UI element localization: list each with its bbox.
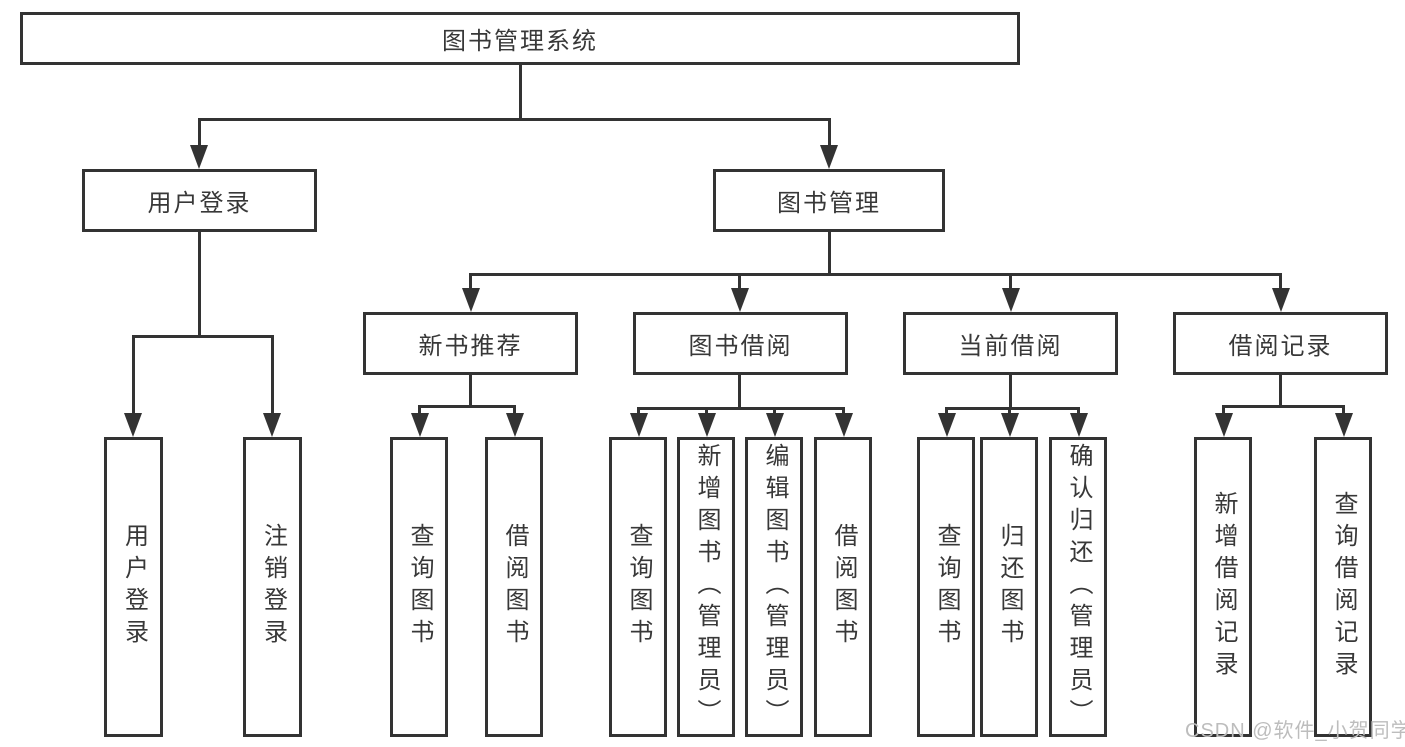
connector-line bbox=[418, 405, 516, 408]
leaf-confirm-return-admin-label: 确认归还（管理员） bbox=[1065, 443, 1092, 731]
connector-line bbox=[1342, 405, 1345, 415]
arrow-down-icon bbox=[411, 413, 429, 437]
connector-line bbox=[945, 407, 1080, 410]
connector-line bbox=[198, 118, 201, 148]
arrow-down-icon bbox=[938, 413, 956, 437]
connector-line bbox=[1279, 375, 1282, 408]
arrow-down-icon bbox=[1002, 288, 1020, 312]
connector-line bbox=[1222, 405, 1225, 415]
leaf-add-book-admin: 新增图书（管理员） bbox=[677, 437, 735, 737]
connector-line bbox=[945, 407, 948, 415]
connector-line bbox=[637, 407, 845, 410]
connector-line bbox=[418, 405, 421, 415]
leaf-return-book: 归还图书 bbox=[980, 437, 1038, 737]
leaf-rec-borrow-book-label: 借阅图书 bbox=[501, 523, 528, 651]
leaf-add-book-admin-label: 新增图书（管理员） bbox=[693, 443, 720, 731]
leaf-borrow-query-book-label: 查询图书 bbox=[625, 523, 652, 651]
connector-line bbox=[842, 407, 845, 415]
leaf-user-login: 用户登录 bbox=[104, 437, 163, 737]
leaf-rec-query-book: 查询图书 bbox=[390, 437, 448, 737]
connector-line bbox=[132, 335, 273, 338]
connector-line bbox=[1009, 375, 1012, 410]
arrow-down-icon bbox=[263, 413, 281, 437]
leaf-edit-book-admin-label: 编辑图书（管理员） bbox=[761, 443, 788, 731]
connector-line bbox=[271, 335, 274, 415]
node-current-borrow-label: 当前借阅 bbox=[958, 333, 1063, 360]
arrow-down-icon bbox=[1070, 413, 1088, 437]
node-book-borrow: 图书借阅 bbox=[633, 312, 848, 375]
leaf-current-query-book-label: 查询图书 bbox=[933, 523, 960, 651]
arrow-down-icon bbox=[462, 288, 480, 312]
node-root-label: 图书管理系统 bbox=[442, 28, 598, 55]
arrow-down-icon bbox=[1335, 413, 1353, 437]
node-new-book-rec: 新书推荐 bbox=[363, 312, 578, 375]
node-book-borrow-label: 图书借阅 bbox=[688, 333, 793, 360]
leaf-logout: 注销登录 bbox=[243, 437, 302, 737]
connector-line bbox=[738, 375, 741, 410]
node-borrow-record-label: 借阅记录 bbox=[1228, 333, 1333, 360]
leaf-borrow-book-label: 借阅图书 bbox=[830, 523, 857, 651]
leaf-query-borrow-record: 查询借阅记录 bbox=[1314, 437, 1372, 737]
arrow-down-icon bbox=[630, 413, 648, 437]
arrow-down-icon bbox=[190, 145, 208, 169]
leaf-query-borrow-record-label: 查询借阅记录 bbox=[1330, 491, 1357, 683]
arrow-down-icon bbox=[1215, 413, 1233, 437]
connector-line bbox=[1009, 273, 1012, 290]
connector-line bbox=[1008, 407, 1011, 415]
leaf-borrow-book: 借阅图书 bbox=[814, 437, 872, 737]
arrow-down-icon bbox=[698, 413, 716, 437]
connector-line bbox=[198, 118, 831, 121]
connector-line bbox=[1222, 405, 1345, 408]
connector-line bbox=[198, 232, 201, 337]
node-borrow-record: 借阅记录 bbox=[1173, 312, 1388, 375]
node-user-login: 用户登录 bbox=[82, 169, 317, 232]
node-root: 图书管理系统 bbox=[20, 12, 1020, 65]
leaf-logout-label: 注销登录 bbox=[259, 523, 287, 651]
connector-line bbox=[828, 232, 831, 275]
arrow-down-icon bbox=[1001, 413, 1019, 437]
leaf-borrow-query-book: 查询图书 bbox=[609, 437, 667, 737]
arrow-down-icon bbox=[506, 413, 524, 437]
connector-line bbox=[132, 335, 135, 415]
csdn-watermark: CSDN @软件_小贺同学 bbox=[1185, 720, 1405, 742]
leaf-user-login-label: 用户登录 bbox=[120, 523, 148, 651]
arrow-down-icon bbox=[1272, 288, 1290, 312]
leaf-current-query-book: 查询图书 bbox=[917, 437, 975, 737]
connector-line bbox=[705, 407, 708, 415]
connector-line bbox=[469, 273, 1282, 276]
arrow-down-icon bbox=[766, 413, 784, 437]
node-new-book-rec-label: 新书推荐 bbox=[418, 333, 523, 360]
connector-line bbox=[738, 273, 741, 290]
connector-line bbox=[637, 407, 640, 415]
arrow-down-icon bbox=[124, 413, 142, 437]
arrow-down-icon bbox=[731, 288, 749, 312]
leaf-edit-book-admin: 编辑图书（管理员） bbox=[745, 437, 803, 737]
connector-line bbox=[513, 405, 516, 415]
leaf-add-borrow-record: 新增借阅记录 bbox=[1194, 437, 1252, 737]
node-book-mgmt-label: 图书管理 bbox=[777, 190, 881, 217]
leaf-add-borrow-record-label: 新增借阅记录 bbox=[1210, 491, 1237, 683]
arrow-down-icon bbox=[835, 413, 853, 437]
connector-line bbox=[469, 273, 472, 290]
node-book-mgmt: 图书管理 bbox=[713, 169, 945, 232]
leaf-rec-borrow-book: 借阅图书 bbox=[485, 437, 543, 737]
leaf-return-book-label: 归还图书 bbox=[996, 523, 1023, 651]
connector-line bbox=[773, 407, 776, 415]
connector-line bbox=[1077, 407, 1080, 415]
connector-line bbox=[1279, 273, 1282, 290]
leaf-confirm-return-admin: 确认归还（管理员） bbox=[1049, 437, 1107, 737]
leaf-rec-query-book-label: 查询图书 bbox=[406, 523, 433, 651]
connector-line bbox=[469, 375, 472, 408]
connector-line bbox=[519, 65, 522, 118]
arrow-down-icon bbox=[820, 145, 838, 169]
node-user-login-label: 用户登录 bbox=[147, 190, 252, 217]
connector-line bbox=[828, 118, 831, 148]
node-current-borrow: 当前借阅 bbox=[903, 312, 1118, 375]
